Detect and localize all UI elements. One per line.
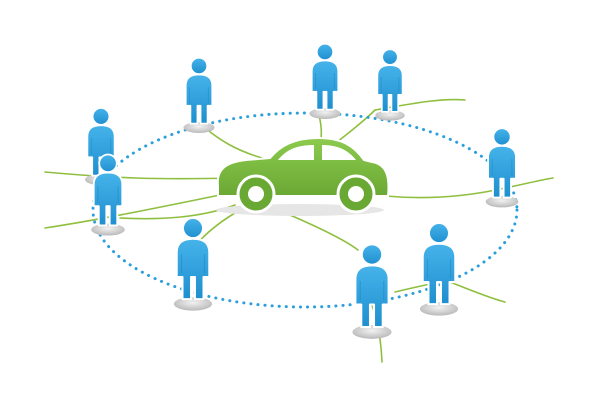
- person-icon: [485, 127, 519, 208]
- car-wheel-rear: [336, 174, 376, 214]
- car-icon: [216, 136, 390, 216]
- person-icon: [352, 243, 392, 339]
- car-window-front: [278, 145, 314, 160]
- connection-line: [44, 191, 236, 229]
- person-icon: [375, 48, 405, 121]
- person-icon: [173, 216, 213, 311]
- people-nodes: [85, 42, 519, 339]
- dotted-network-ring: [91, 111, 519, 309]
- connection-line: [384, 187, 506, 199]
- connection-line: [289, 214, 359, 251]
- connection-line: [204, 127, 263, 159]
- car-window-rear: [322, 145, 356, 160]
- person-icon: [91, 153, 125, 236]
- person-icon: [309, 42, 341, 120]
- car-wheel-front: [236, 174, 276, 214]
- person-icon: [183, 56, 215, 134]
- connection-line: [44, 171, 231, 180]
- person-icon: [419, 221, 459, 316]
